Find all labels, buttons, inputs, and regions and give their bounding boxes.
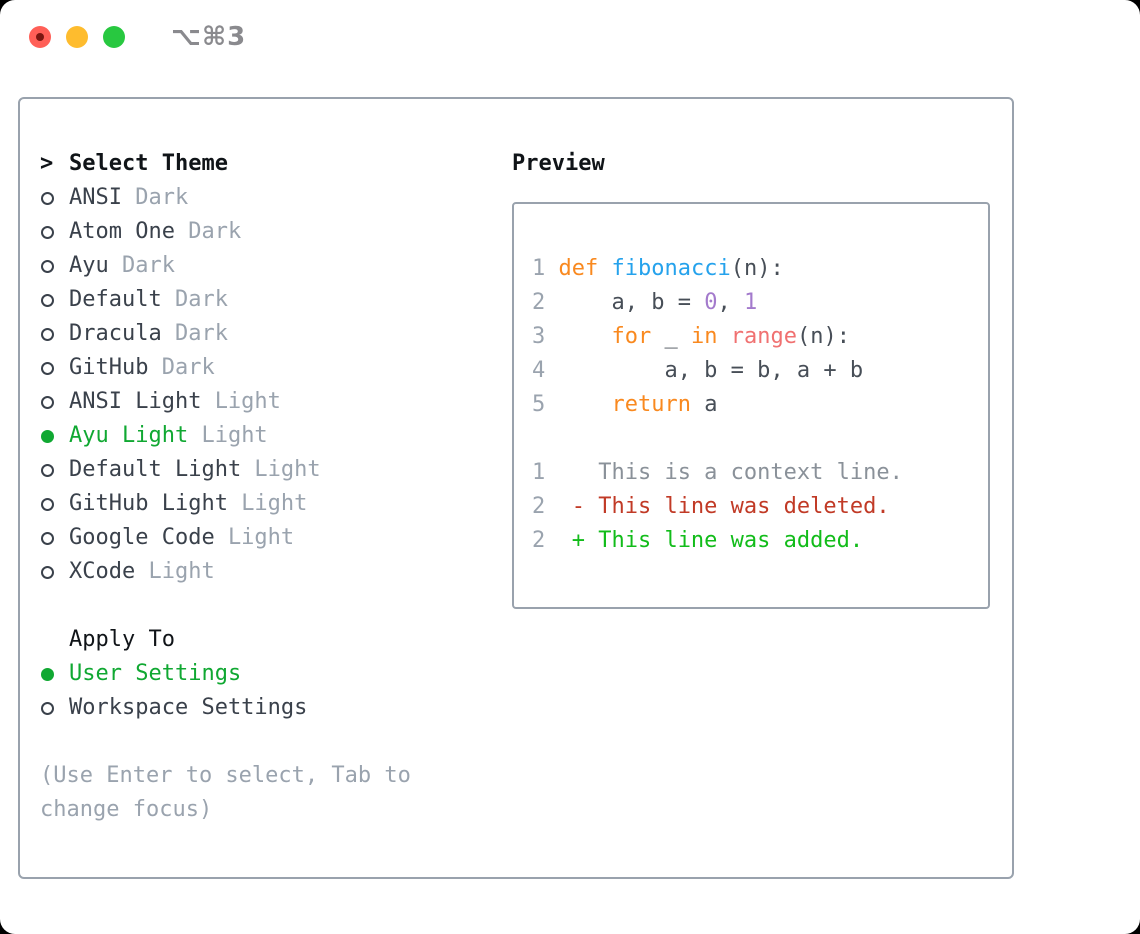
theme-variant-badge: Light — [148, 559, 215, 584]
theme-options-list: ANSI Dark Atom One Dark Ayu Dark Default… — [40, 181, 482, 589]
line-number: 1 — [532, 460, 546, 485]
prompt-caret-icon: > — [40, 151, 54, 176]
theme-option-atom-one-dark[interactable]: Atom One Dark — [40, 215, 482, 249]
theme-option-google-code-light[interactable]: Google Code Light — [40, 521, 482, 555]
apply-to-options-list: User Settings Workspace Settings — [40, 657, 482, 725]
theme-option-label: GitHub — [69, 355, 149, 380]
preview-code-line: 2 + This line was added. — [532, 524, 988, 558]
theme-option-dracula-dark[interactable]: Dracula Dark — [40, 317, 482, 351]
theme-option-xcode-light[interactable]: XCode Light — [40, 555, 482, 589]
theme-variant-badge: Light — [214, 389, 281, 414]
radio-icon — [41, 293, 54, 307]
theme-variant-badge: Light — [227, 525, 295, 550]
theme-variant-badge: Dark — [174, 321, 228, 346]
preview-header: Preview — [512, 147, 990, 181]
theme-option-ayu-dark[interactable]: Ayu Dark — [40, 249, 482, 283]
window-titlebar: ⌥⌘3 — [29, 22, 247, 52]
theme-option-ayu-light-light[interactable]: Ayu Light Light — [40, 419, 482, 453]
theme-variant-badge: Dark — [188, 219, 242, 244]
theme-variant-badge: Light — [201, 423, 268, 448]
theme-option-label: Dracula — [69, 321, 162, 346]
radio-icon — [41, 463, 54, 477]
radio-icon — [41, 531, 54, 545]
line-number: 2 — [532, 290, 546, 315]
preview-code-line: 2 a, b = 0, 1 — [532, 286, 988, 320]
preview-code-line: 4 a, b = b, a + b — [532, 354, 988, 388]
line-number: 3 — [532, 324, 546, 349]
theme-option-label: XCode — [69, 559, 136, 584]
help-text: (Use Enter to select, Tab to change focus… — [40, 759, 482, 827]
theme-list-column: > Select Theme ANSI Dark Atom One Dark A… — [40, 147, 482, 827]
line-number: 5 — [532, 392, 546, 417]
line-number: 2 — [532, 528, 546, 553]
theme-option-label: ANSI — [69, 185, 122, 210]
theme-option-github-dark[interactable]: GitHub Dark — [40, 351, 482, 385]
radio-icon — [41, 259, 54, 273]
preview-code-line: 3 for _ in range(n): — [532, 320, 988, 354]
preview-title: Preview — [512, 151, 605, 176]
theme-option-label: ANSI Light — [69, 389, 202, 414]
apply-to-option-label: Workspace Settings — [69, 695, 308, 720]
radio-icon — [41, 565, 54, 579]
unsaved-dot-icon — [36, 33, 44, 41]
radio-icon — [41, 327, 54, 341]
select-theme-header: > Select Theme — [40, 147, 482, 181]
theme-variant-badge: Dark — [121, 253, 175, 278]
theme-option-label: Ayu — [69, 253, 109, 278]
apply-to-option-user-settings[interactable]: User Settings — [40, 657, 482, 691]
theme-option-label: Default — [69, 287, 162, 312]
line-number: 4 — [532, 358, 546, 383]
theme-variant-badge: Dark — [135, 185, 189, 210]
apply-to-option-workspace-settings[interactable]: Workspace Settings — [40, 691, 482, 725]
radio-icon — [41, 191, 54, 205]
preview-code-line: 1 This is a context line. — [532, 456, 988, 490]
theme-option-github-light-light[interactable]: GitHub Light Light — [40, 487, 482, 521]
apply-to-option-label: User Settings — [69, 661, 242, 686]
select-theme-title: Select Theme — [69, 151, 228, 176]
radio-icon — [41, 667, 54, 681]
theme-option-ansi-light-light[interactable]: ANSI Light Light — [40, 385, 482, 419]
theme-option-label: Atom One — [69, 219, 175, 244]
theme-variant-badge: Dark — [174, 287, 228, 312]
help-line: (Use Enter to select, Tab to — [40, 763, 411, 788]
theme-option-ansi-dark[interactable]: ANSI Dark — [40, 181, 482, 215]
minimize-button[interactable] — [66, 26, 88, 48]
line-number: 1 — [532, 256, 546, 281]
window-shortcut-label: ⌥⌘3 — [171, 22, 247, 52]
theme-picker-panel: > Select Theme ANSI Dark Atom One Dark A… — [18, 97, 1014, 879]
apply-to-title: Apply To — [69, 627, 175, 652]
theme-option-default-dark[interactable]: Default Dark — [40, 283, 482, 317]
theme-option-label: Ayu Light — [69, 423, 189, 448]
theme-option-label: Google Code — [69, 525, 215, 550]
theme-option-default-light-light[interactable]: Default Light Light — [40, 453, 482, 487]
radio-icon — [41, 395, 54, 409]
radio-icon — [41, 225, 54, 239]
theme-variant-badge: Dark — [161, 355, 215, 380]
preview-code-line: 5 return a — [532, 388, 988, 422]
close-button[interactable] — [29, 26, 51, 48]
radio-icon — [41, 497, 54, 511]
theme-option-label: Default Light — [69, 457, 242, 482]
theme-variant-badge: Light — [254, 457, 321, 482]
maximize-button[interactable] — [103, 26, 125, 48]
preview-code-line: 2 - This line was deleted. — [532, 490, 988, 524]
apply-to-header: Apply To — [40, 623, 482, 657]
help-line: change focus) — [40, 797, 213, 822]
radio-icon — [41, 701, 54, 715]
line-number: 2 — [532, 494, 546, 519]
theme-variant-badge: Light — [241, 491, 308, 516]
preview-code-line — [532, 422, 988, 456]
radio-icon — [41, 361, 54, 375]
theme-option-label: GitHub Light — [69, 491, 228, 516]
radio-icon — [41, 429, 54, 443]
